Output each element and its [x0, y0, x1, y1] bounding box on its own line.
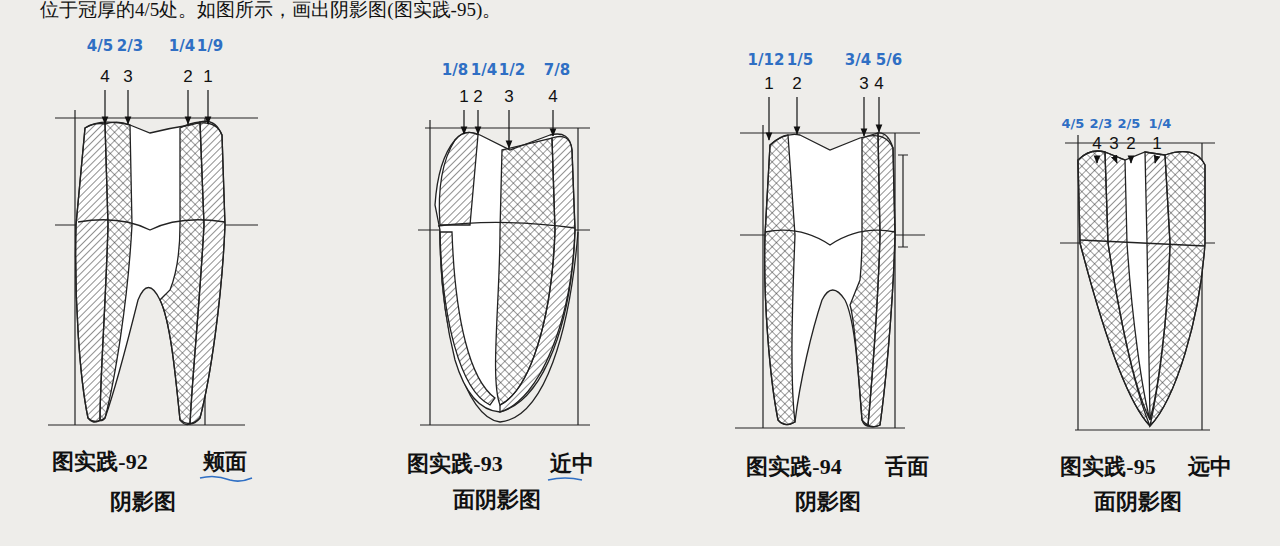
callout-number: 1 — [1152, 135, 1161, 154]
figure-caption: 近中 — [550, 452, 594, 476]
fraction-note: 1/12 — [748, 52, 785, 69]
fraction-note: 1/9 — [197, 38, 223, 55]
callout-number: 2 — [1126, 135, 1135, 154]
callout-number: 3 — [123, 68, 132, 87]
callout-number: 3 — [1109, 135, 1118, 154]
figure-caption: 图实践-92 — [52, 450, 147, 474]
fraction-note: 2/3 — [117, 38, 143, 55]
fraction-note: 1/8 — [442, 62, 468, 79]
figure-caption: 图实践-95 — [1060, 455, 1155, 479]
callout-number: 1 — [203, 68, 212, 87]
callout-number: 4 — [100, 68, 109, 87]
callout-number: 3 — [859, 75, 868, 94]
figure-caption: 颊面 — [203, 450, 247, 474]
figure-caption: 图实践-94 — [746, 455, 841, 479]
fraction-note: 5/6 — [876, 52, 902, 69]
callout-number: 4 — [548, 88, 557, 107]
fraction-note: 1/4 — [169, 38, 195, 55]
fraction-note: 1/4 — [471, 62, 497, 79]
fraction-note: 7/8 — [544, 62, 570, 79]
fraction-note: 4/5 — [87, 38, 113, 55]
figure-caption: 图实践-93 — [407, 452, 502, 476]
callout-number: 2 — [792, 75, 801, 94]
callout-number: 1 — [459, 88, 468, 107]
fraction-note: 3/4 — [845, 52, 871, 69]
instruction-text: 位于冠厚的4/5处。如图所示，画出阴影图(图实践-95)。 — [40, 0, 501, 21]
callout-number: 2 — [473, 88, 482, 107]
figure-caption: 阴影图 — [110, 490, 176, 514]
callout-number: 3 — [504, 88, 513, 107]
fraction-note: 1/5 — [787, 52, 813, 69]
figure-caption: 远中 — [1188, 455, 1232, 479]
callout-number: 1 — [764, 75, 773, 94]
figure-caption: 面阴影图 — [1094, 490, 1182, 514]
fraction-note: 2/3 — [1090, 117, 1113, 131]
fraction-note: 1/4 — [1149, 117, 1172, 131]
callout-number: 2 — [183, 68, 192, 87]
callout-number: 4 — [874, 75, 883, 94]
callout-number: 4 — [1092, 135, 1101, 154]
fraction-note: 2/5 — [1118, 117, 1141, 131]
figure-caption: 舌面 — [885, 455, 929, 479]
figure-caption: 面阴影图 — [453, 488, 541, 512]
figure-caption: 阴影图 — [795, 490, 861, 514]
fraction-note: 4/5 — [1062, 117, 1085, 131]
fraction-note: 1/2 — [499, 62, 525, 79]
